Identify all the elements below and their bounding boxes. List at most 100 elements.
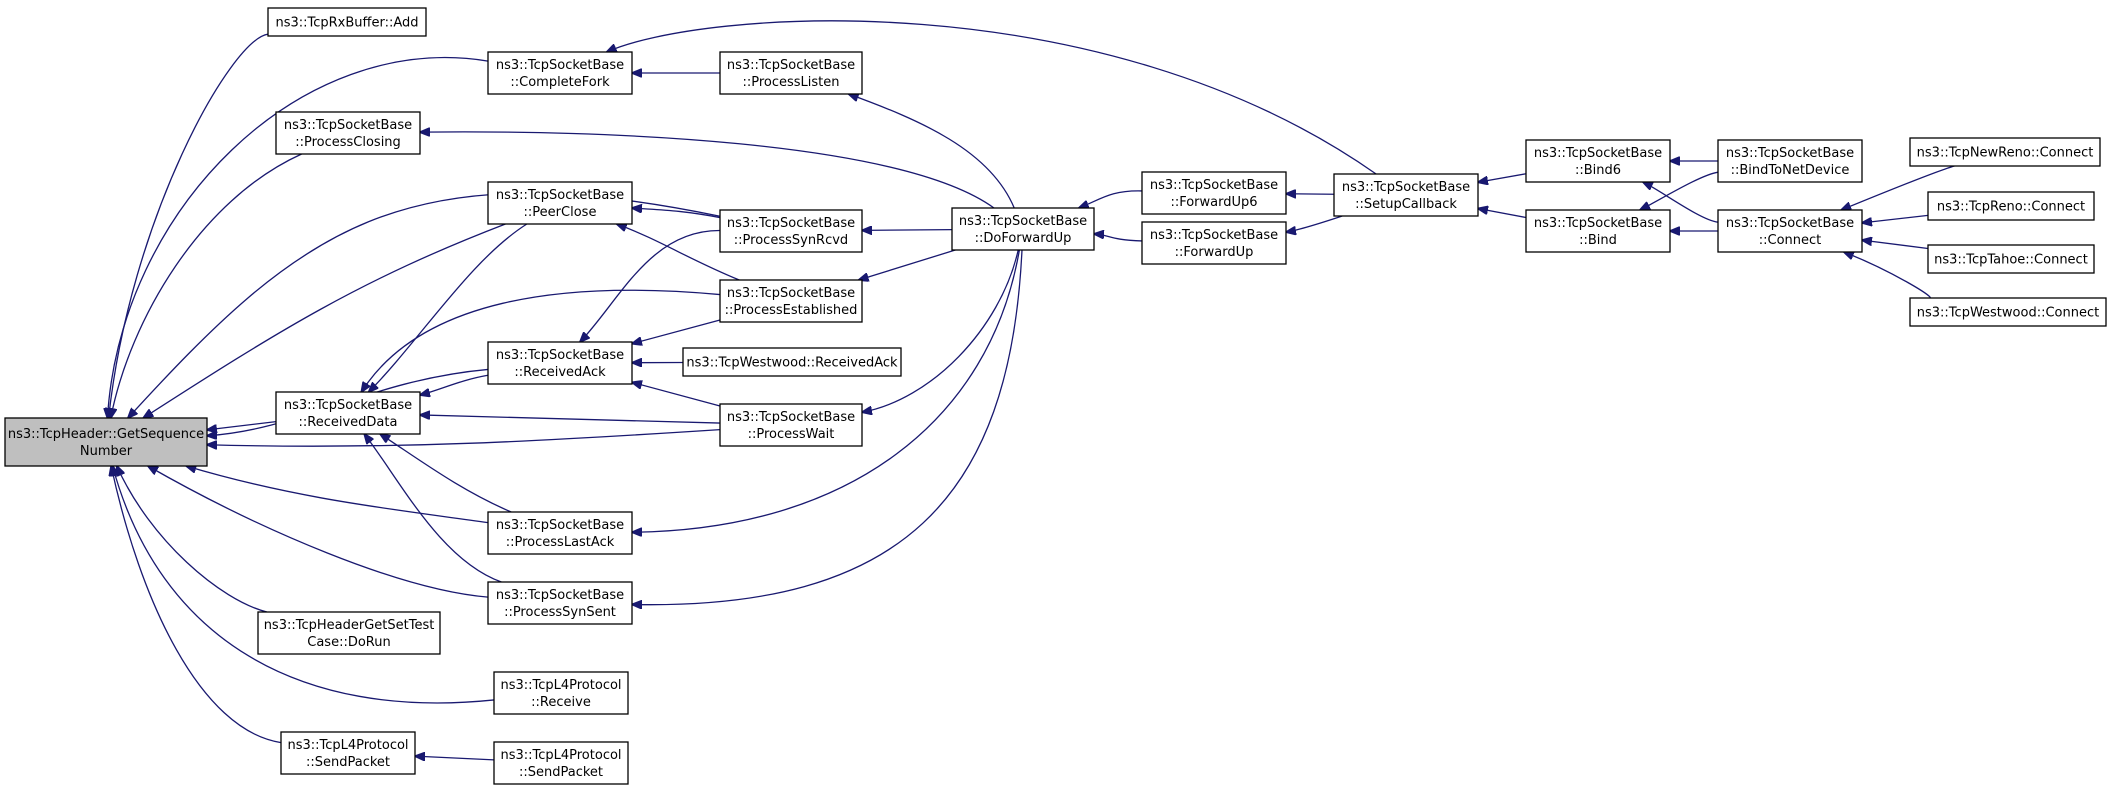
node-label: ::ForwardUp6 xyxy=(1170,195,1257,210)
node-box xyxy=(1141,171,1287,215)
node-label: ::Bind6 xyxy=(1575,163,1621,178)
node-box xyxy=(719,279,863,323)
node-westwoodconnect[interactable]: ns3::TcpWestwood::Connect xyxy=(1909,297,2107,327)
node-box xyxy=(682,347,902,377)
node-box xyxy=(487,341,633,385)
node-label: ::ProcessEstablished xyxy=(725,303,858,318)
node-label: ::Bind xyxy=(1579,233,1617,248)
node-label: ns3::TcpSocketBase xyxy=(727,58,855,73)
node-l4sendpacket[interactable]: ns3::TcpL4Protocol::SendPacket xyxy=(280,731,416,775)
node-label: ns3::TcpWestwood::ReceivedAck xyxy=(686,356,898,371)
node-label: ::BindToNetDevice xyxy=(1731,163,1850,178)
node-label: ns3::TcpSocketBase xyxy=(1342,180,1470,195)
node-box xyxy=(1141,221,1287,265)
node-forwardup[interactable]: ns3::TcpSocketBase::ForwardUp xyxy=(1141,221,1287,265)
edge-l4sendpacket2-to-l4sendpacket xyxy=(415,756,495,760)
edge-peerclose-to-receiveddata xyxy=(369,223,528,392)
node-box xyxy=(4,417,208,467)
node-processclosing[interactable]: ns3::TcpSocketBase::ProcessClosing xyxy=(275,111,421,155)
node-processlastack[interactable]: ns3::TcpSocketBase::ProcessLastAck xyxy=(487,511,633,555)
node-label: ns3::TcpSocketBase xyxy=(496,58,624,73)
node-label: ::SendPacket xyxy=(519,765,603,780)
edge-l4sendpacket-to-root xyxy=(111,466,282,744)
node-box xyxy=(1717,139,1863,183)
node-l4receive[interactable]: ns3::TcpL4Protocol::Receive xyxy=(493,671,629,715)
edge-completefork-to-root xyxy=(107,56,489,418)
edge-l4receive-to-root xyxy=(113,466,495,704)
node-label: ::Connect xyxy=(1759,233,1822,248)
node-label: ns3::TcpL4Protocol xyxy=(500,678,621,693)
edge-processestablished-to-receivedack xyxy=(632,319,721,344)
edge-doforwardup-to-processclosing xyxy=(420,132,995,209)
node-completefork[interactable]: ns3::TcpSocketBase::CompleteFork xyxy=(487,51,633,95)
edge-testcase-to-root xyxy=(117,466,268,613)
edge-processlastack-to-receiveddata xyxy=(380,434,512,513)
node-peerclose[interactable]: ns3::TcpSocketBase::PeerClose xyxy=(487,181,633,225)
node-label: ::ProcessListen xyxy=(742,75,839,90)
node-processwait[interactable]: ns3::TcpSocketBase::ProcessWait xyxy=(719,403,863,447)
node-box xyxy=(487,581,633,625)
node-label: ns3::TcpSocketBase xyxy=(496,348,624,363)
node-box xyxy=(719,51,863,95)
node-label: ::ProcessLastAck xyxy=(506,535,615,550)
node-label: ns3::TcpSocketBase xyxy=(1726,146,1854,161)
edge-processwait-to-receiveddata xyxy=(420,415,721,424)
node-receivedack[interactable]: ns3::TcpSocketBase::ReceivedAck xyxy=(487,341,633,385)
edge-layer xyxy=(107,20,1955,760)
node-l4sendpacket2[interactable]: ns3::TcpL4Protocol::SendPacket xyxy=(493,741,629,785)
node-box xyxy=(487,51,633,95)
node-label: ns3::TcpSocketBase xyxy=(284,118,412,133)
node-receiveddata[interactable]: ns3::TcpSocketBase::ReceivedData xyxy=(275,391,421,435)
node-label: ::CompleteFork xyxy=(510,75,610,90)
node-doforwardup[interactable]: ns3::TcpSocketBase::DoForwardUp xyxy=(951,207,1095,251)
node-box xyxy=(493,741,629,785)
edge-forwardup6-to-doforwardup xyxy=(1079,190,1143,208)
node-bind6[interactable]: ns3::TcpSocketBase::Bind6 xyxy=(1525,139,1671,183)
node-label: Number xyxy=(80,444,133,459)
node-processestablished[interactable]: ns3::TcpSocketBase::ProcessEstablished xyxy=(719,279,863,323)
node-westwoodack[interactable]: ns3::TcpWestwood::ReceivedAck xyxy=(682,347,902,377)
node-forwardup6[interactable]: ns3::TcpSocketBase::ForwardUp6 xyxy=(1141,171,1287,215)
node-label: ns3::TcpSocketBase xyxy=(496,518,624,533)
node-label: ::ProcessSynSent xyxy=(504,605,616,620)
node-label: ::PeerClose xyxy=(524,205,597,220)
node-label: ::ReceivedData xyxy=(299,415,398,430)
edge-doforwardup-to-processestablished xyxy=(859,249,956,280)
edge-doforwardup-to-processwait xyxy=(862,249,1019,412)
node-renoconnect[interactable]: ns3::TcpReno::Connect xyxy=(1927,191,2095,221)
edge-bind-to-setupcallback xyxy=(1478,209,1527,219)
node-box xyxy=(1909,137,2101,167)
node-box xyxy=(1717,209,1863,253)
node-rxadd[interactable]: ns3::TcpRxBuffer::Add xyxy=(267,7,427,37)
node-box xyxy=(487,181,633,225)
node-processlisten[interactable]: ns3::TcpSocketBase::ProcessListen xyxy=(719,51,863,95)
node-processsynrcvd[interactable]: ns3::TcpSocketBase::ProcessSynRcvd xyxy=(719,209,863,253)
node-connect[interactable]: ns3::TcpSocketBase::Connect xyxy=(1717,209,1863,253)
node-bindtonetdevice[interactable]: ns3::TcpSocketBase::BindToNetDevice xyxy=(1717,139,1863,183)
edge-tahoeconnect-to-connect xyxy=(1862,240,1929,250)
edge-newrenoconnect-to-connect xyxy=(1841,165,1955,210)
node-bind[interactable]: ns3::TcpSocketBase::Bind xyxy=(1525,209,1671,253)
node-tahoeconnect[interactable]: ns3::TcpTahoe::Connect xyxy=(1927,244,2095,274)
node-label: ns3::TcpSocketBase xyxy=(727,410,855,425)
edge-processclosing-to-root xyxy=(111,153,302,418)
node-label: ::DoForwardUp xyxy=(975,231,1072,246)
node-box xyxy=(1927,244,2095,274)
node-box xyxy=(1909,297,2107,327)
edge-receivedack-to-receiveddata xyxy=(420,374,489,395)
node-label: ns3::TcpSocketBase xyxy=(1534,146,1662,161)
node-setupcallback[interactable]: ns3::TcpSocketBase::SetupCallback xyxy=(1333,173,1479,217)
node-box xyxy=(257,611,441,655)
edge-bindtonetdevice-to-bind xyxy=(1640,171,1719,210)
node-processsynsent[interactable]: ns3::TcpSocketBase::ProcessSynSent xyxy=(487,581,633,625)
edge-processwait-to-receivedack xyxy=(632,382,721,407)
node-box xyxy=(1927,191,2095,221)
edge-processsynrcvd-to-receivedack xyxy=(580,229,721,342)
node-label: ns3::TcpTahoe::Connect xyxy=(1934,253,2088,268)
node-label: ns3::TcpNewReno::Connect xyxy=(1917,146,2094,161)
node-newrenoconnect[interactable]: ns3::TcpNewReno::Connect xyxy=(1909,137,2101,167)
edge-forwardup-to-doforwardup xyxy=(1094,234,1143,242)
node-box xyxy=(493,671,629,715)
